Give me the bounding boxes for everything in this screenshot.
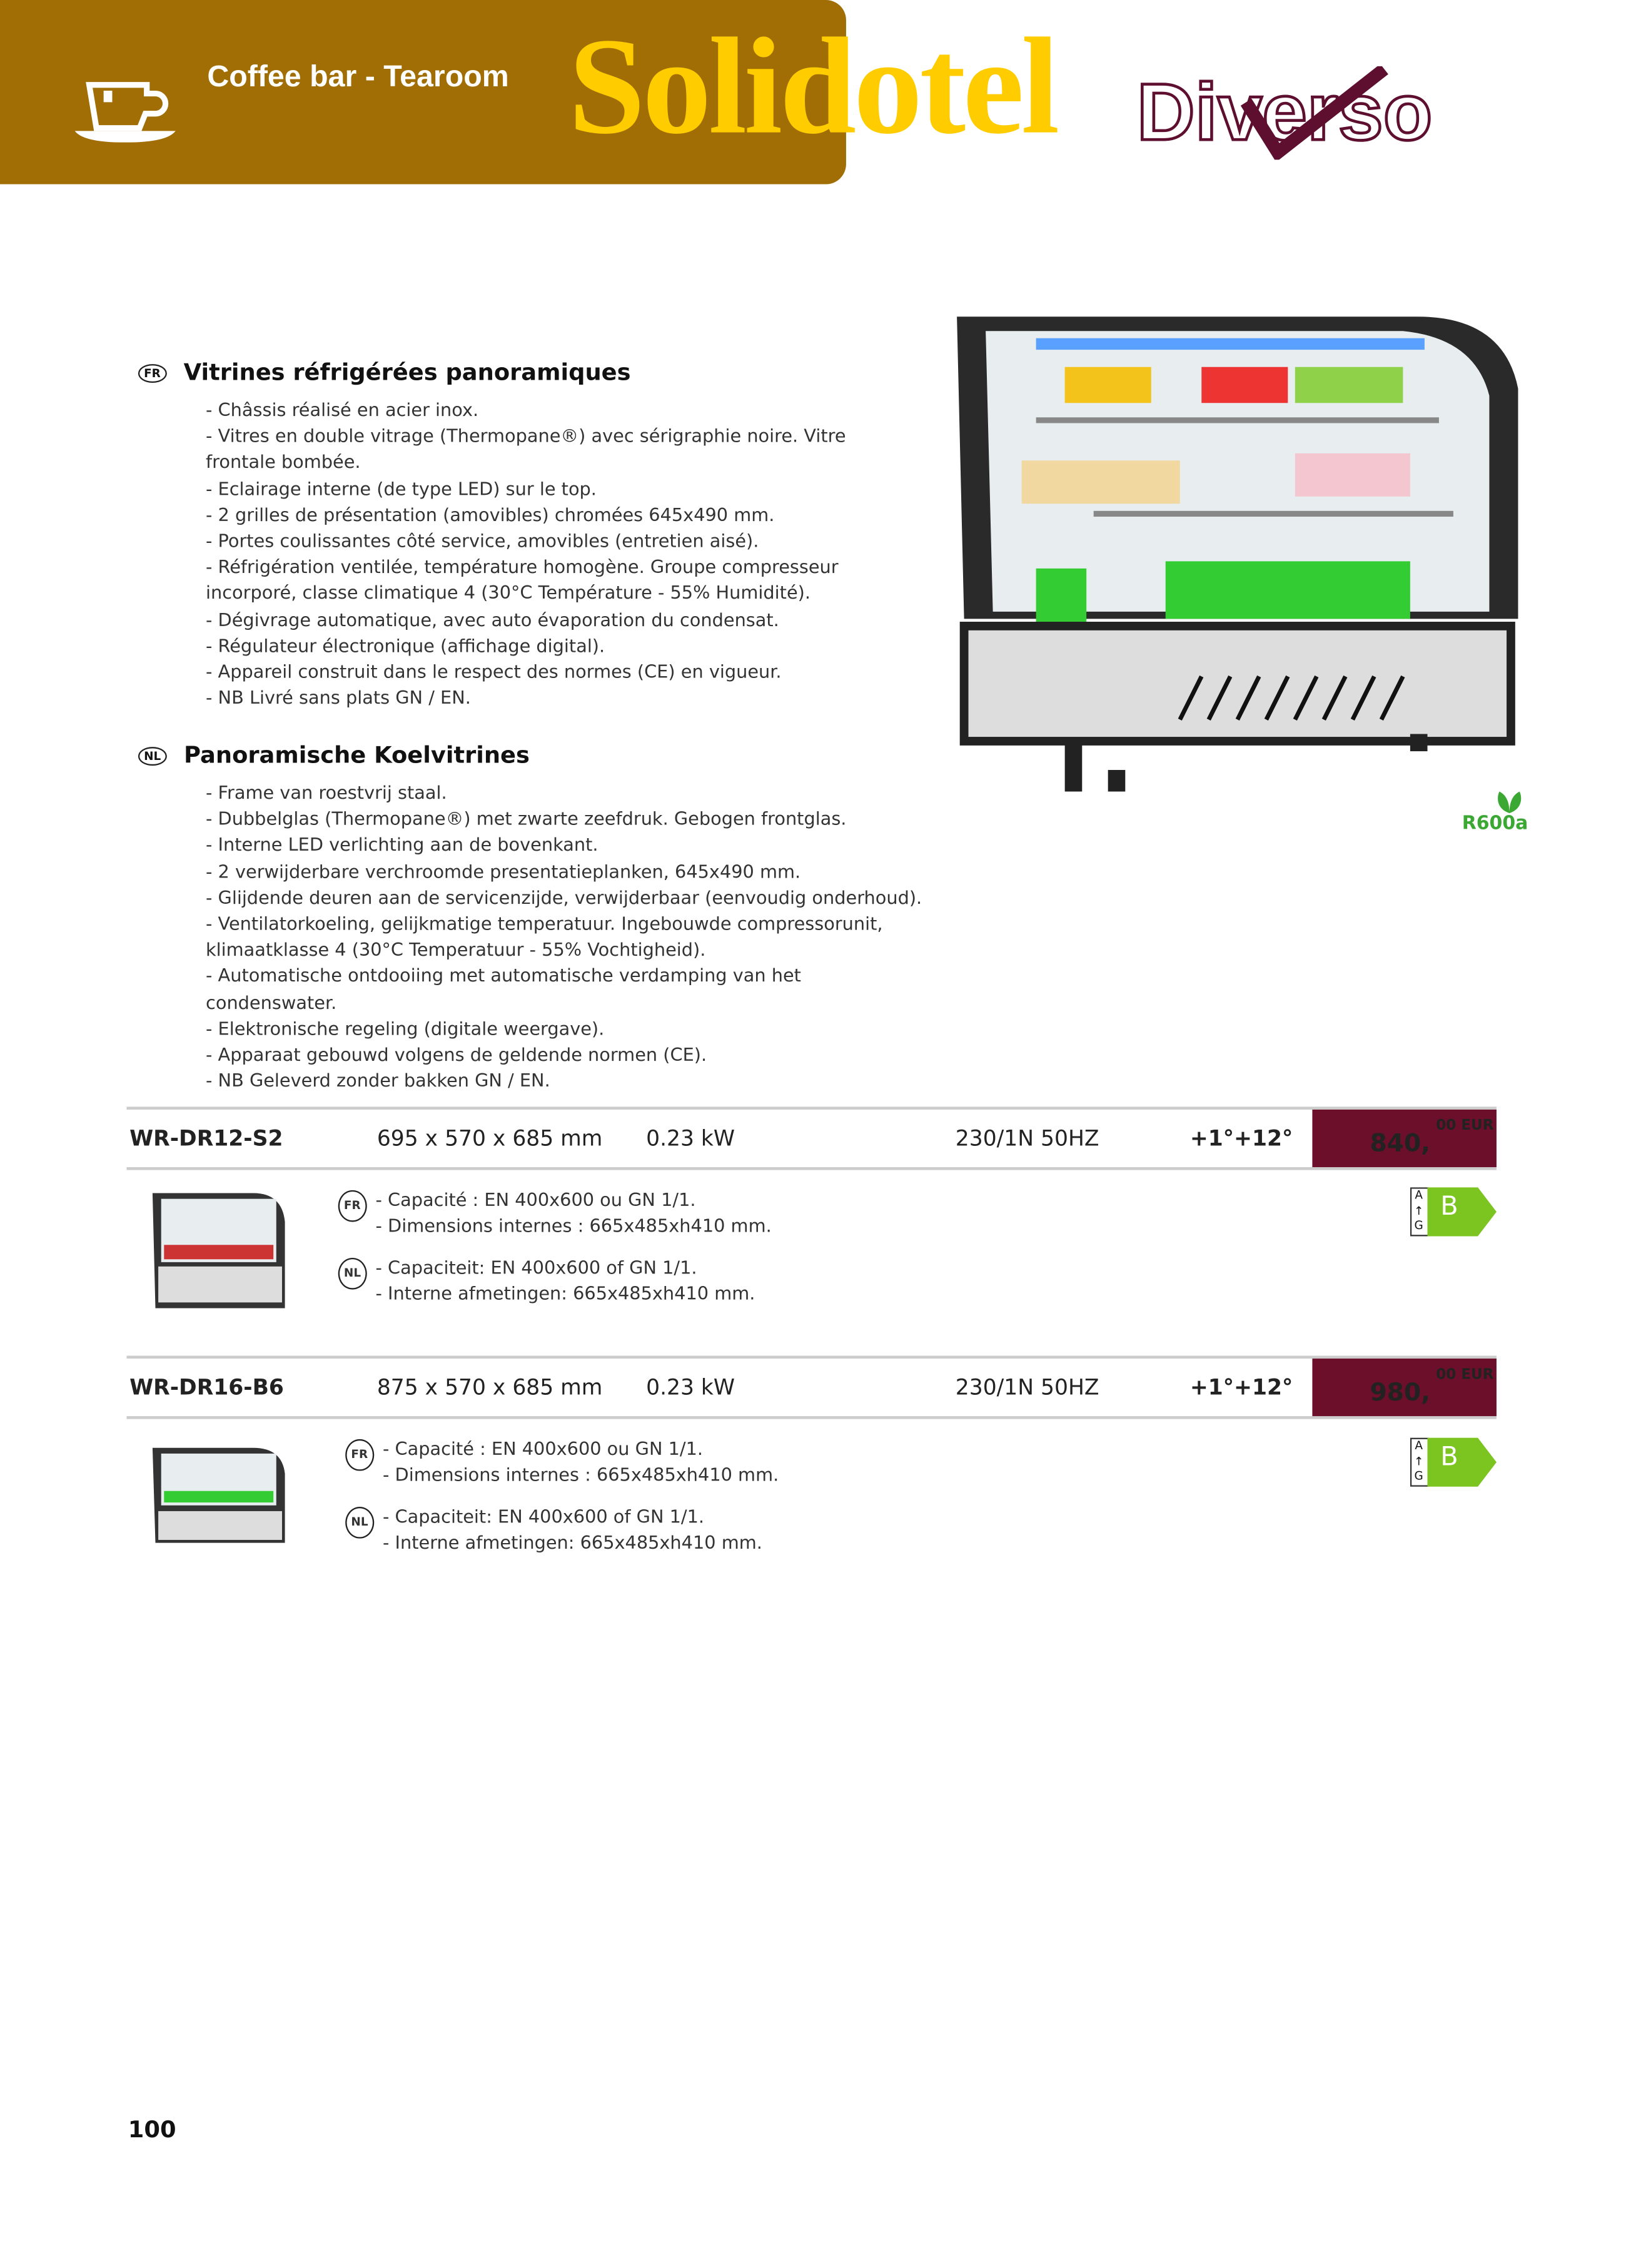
nl-line: - Automatische ontdooiing met automatisc… [206,964,801,987]
nl-line: - Interne LED verlichting aan de bovenka… [206,834,598,856]
price: 840, [1370,1130,1430,1159]
nl-line: klimaatklasse 4 (30°C Temperatuur - 55% … [206,938,706,961]
nl-line: condenswater. [206,991,337,1013]
nl-flag-badge: NL [345,1507,374,1539]
fr-line: - Appareil construit dans le respect des… [206,661,782,682]
product-temperature: +1°+12° [1189,1374,1293,1400]
price-cents-currency: 00 EUR [1436,1118,1494,1135]
energy-label: A↑G B [1410,1437,1500,1487]
nl-line: - Ventilatorkoeling, gelijkmatige temper… [206,912,883,934]
product-code: WR-DR12-S2 [129,1125,283,1152]
detail-line: - Interne afmetingen: 665x485xh410 mm. [383,1531,762,1553]
nl-line: - NB Geleverd zonder bakken GN / EN. [206,1070,550,1091]
detail-line: - Capaciteit: EN 400x600 of GN 1/1. [383,1505,705,1527]
energy-class-arrow-icon [1410,1437,1497,1487]
detail-line: - Capaciteit: EN 400x600 of GN 1/1. [375,1256,697,1278]
product-voltage: 230/1N 50HZ [955,1125,1099,1152]
fr-flag-badge: FR [338,1190,366,1222]
nl-line: - 2 verwijderbare verchroomde presentati… [206,860,801,882]
detail-line: - Dimensions internes : 665x485xh410 mm. [383,1464,779,1486]
product-thumbnail [152,1447,285,1543]
fr-line: incorporé, classe climatique 4 (30°C Tem… [206,582,811,604]
section-header-band: Coffee bar - Tearoom [0,0,846,185]
price-box: 840, 00 EUR [1312,1109,1497,1168]
fr-flag-badge: FR [138,364,167,383]
fr-heading: FR Vitrines réfrigérées panoramiques [138,358,631,386]
product-voltage: 230/1N 50HZ [955,1374,1099,1400]
energy-label: A↑G B [1410,1187,1500,1237]
energy-class-arrow-icon [1410,1187,1497,1237]
fr-description: - Châssis réalisé en acier inox. - Vitres… [206,397,925,712]
detail-line: - Capacité : EN 400x600 ou GN 1/1. [383,1437,704,1460]
product-power: 0.23 kW [646,1374,735,1400]
nl-line: - Elektronische regeling (digitale weerg… [206,1017,605,1039]
fr-line: - 2 grilles de présentation (amovibles) … [206,503,775,525]
page-number: 100 [128,2115,176,2144]
product-row: WR-DR16-B6 875 x 570 x 685 mm 0.23 kW 23… [126,1355,1497,1419]
product-row: WR-DR12-S2 695 x 570 x 685 mm 0.23 kW 23… [126,1106,1497,1170]
fr-line: - Portes coulissantes côté service, amov… [206,529,759,552]
energy-scale: A↑G [1413,1439,1424,1482]
nl-heading: NL Panoramische Koelvitrines [138,741,530,769]
nl-flag-badge: NL [338,1257,367,1290]
refrigerant-label: R600a [1462,813,1528,835]
fr-line: - Dégivrage automatique, avec auto évapo… [206,608,779,630]
price-cents-currency: 00 EUR [1436,1367,1494,1384]
nl-flag-badge: NL [138,747,167,766]
checkmark-logo-icon [1240,66,1388,160]
product-temperature: +1°+12° [1189,1125,1293,1152]
detail-line: - Capacité : EN 400x600 ou GN 1/1. [375,1188,696,1211]
refrigerated-display-image [957,316,1518,792]
price-box: 980, 00 EUR [1312,1359,1497,1417]
energy-class: B [1440,1192,1458,1222]
nl-line: - Apparaat gebouwd volgens de geldende n… [206,1043,707,1065]
product-dimensions: 695 x 570 x 685 mm [376,1125,603,1152]
nl-line: - Glijdende deuren aan de servicenzijde,… [206,886,922,908]
fr-line: - Eclairage interne (de type LED) sur le… [206,477,597,499]
energy-class: B [1440,1442,1458,1472]
fr-line: frontale bombée. [206,451,361,473]
fr-line: - Réfrigération ventilée, température ho… [206,555,839,578]
product-code: WR-DR16-B6 [129,1374,284,1400]
nl-description: - Frame van roestvrij staal. - Dubbelglas… [206,780,925,1095]
fr-flag-badge: FR [345,1439,374,1471]
fr-line: - Régulateur électronique (affichage dig… [206,634,605,656]
fr-line: - NB Livré sans plats GN / EN. [206,687,471,709]
coffee-cup-icon [74,82,176,143]
section-title: Coffee bar - Tearoom [207,60,509,94]
nl-title: Panoramische Koelvitrines [184,741,530,769]
product-dimensions: 875 x 570 x 685 mm [376,1374,603,1400]
eco-leaf-icon [1498,791,1522,814]
fr-line: - Châssis réalisé en acier inox. [206,398,479,420]
nl-line: - Frame van roestvrij staal. [206,781,447,803]
solidotel-logo: Solidotel [568,8,1059,163]
fr-title: Vitrines réfrigérées panoramiques [183,358,631,386]
product-details: FR - Capacité : EN 400x600 ou GN 1/1. - … [338,1187,914,1317]
detail-line: - Interne afmetingen: 665x485xh410 mm. [375,1282,755,1304]
product-thumbnail [152,1193,285,1309]
energy-scale: A↑G [1413,1188,1424,1232]
fr-line: - Vitres en double vitrage (Thermopane®)… [206,425,846,447]
product-details: FR - Capacité : EN 400x600 ou GN 1/1. - … [345,1436,921,1566]
product-power: 0.23 kW [646,1125,735,1152]
price: 980, [1370,1379,1430,1408]
detail-line: - Dimensions internes : 665x485xh410 mm. [375,1214,772,1237]
nl-line: - Dubbelglas (Thermopane®) met zwarte ze… [206,807,847,829]
